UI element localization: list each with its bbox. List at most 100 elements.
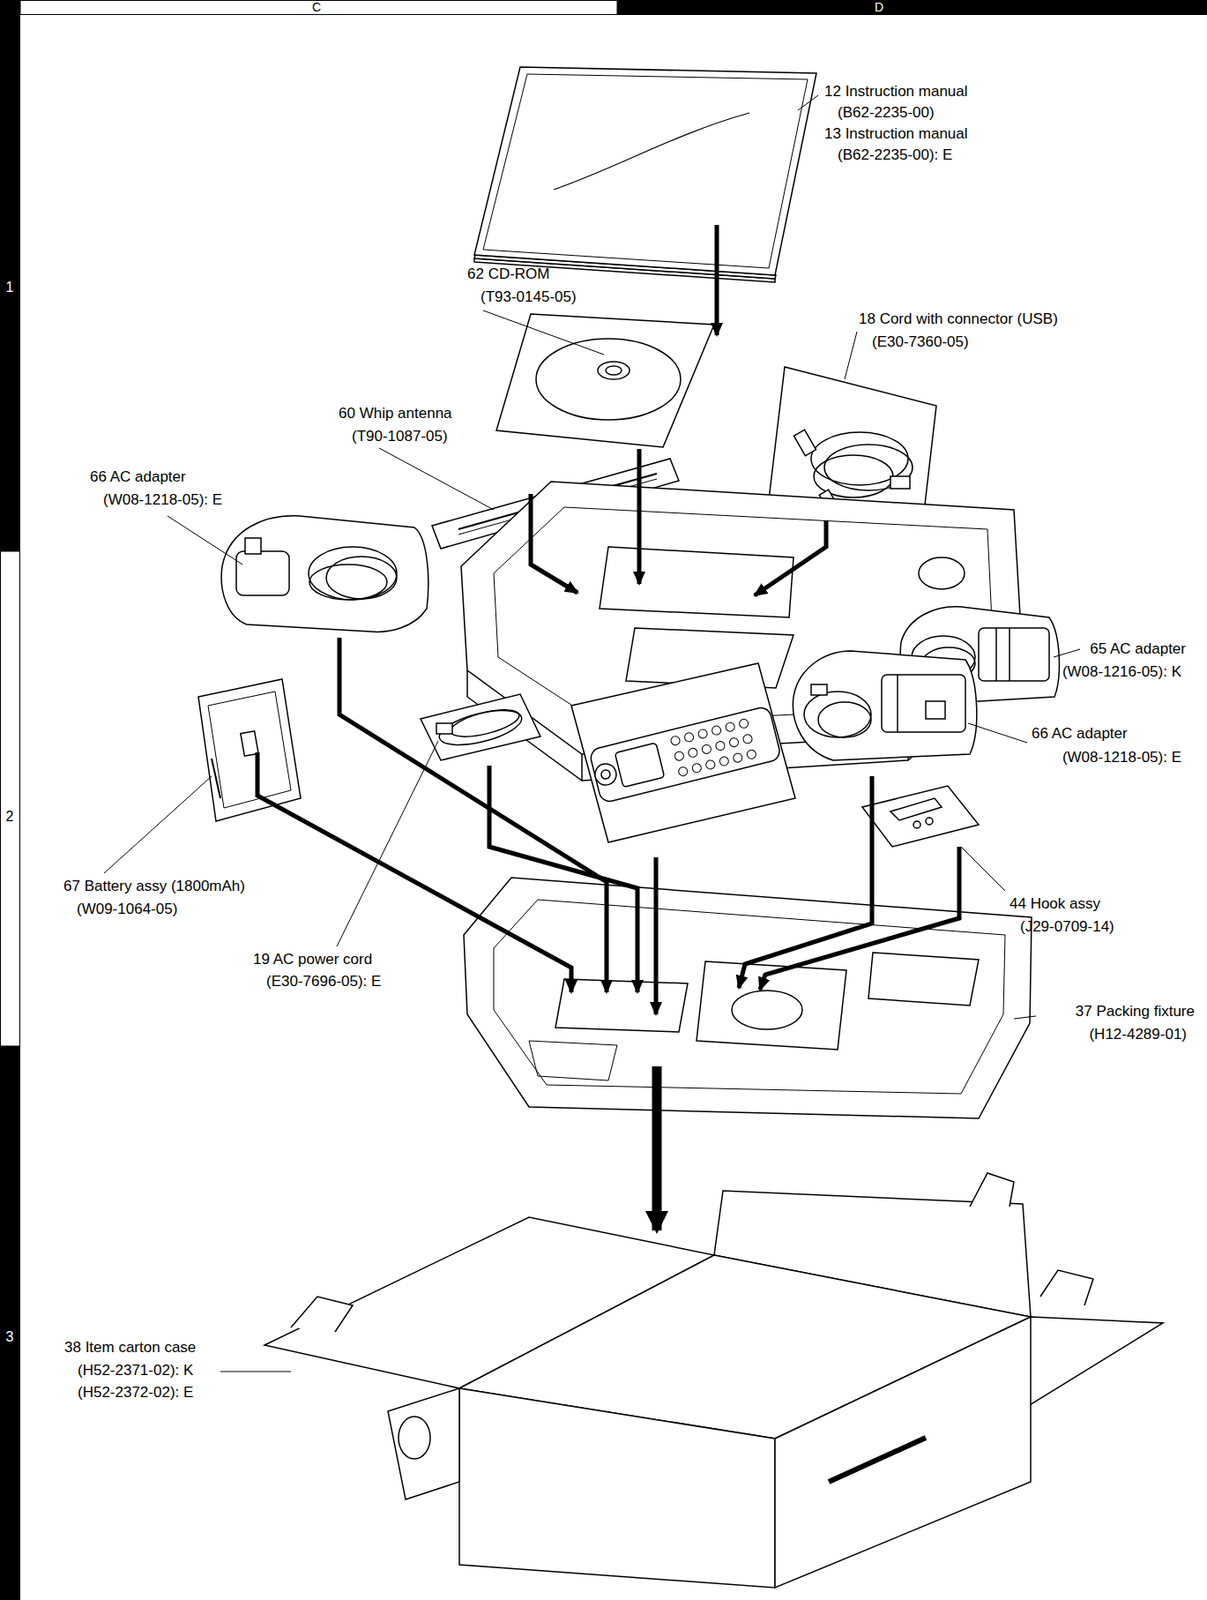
- callout-label: 38 Item carton case: [64, 1337, 196, 1357]
- manual-drawing: [474, 67, 817, 276]
- radio-drawing: [691, 762, 702, 774]
- radio-drawing: [678, 766, 689, 777]
- assembly-arrow: [530, 493, 578, 593]
- radio-drawing: [742, 733, 753, 745]
- usb-cord-drawing: [824, 444, 913, 491]
- callout-label: (T93-0145-05): [480, 287, 577, 306]
- callout-label: 44 Hook assy: [1009, 894, 1101, 913]
- hook-drawing: [862, 785, 979, 847]
- leader-line: [336, 740, 439, 947]
- callout-label: (W08-1216-05): K: [1062, 662, 1182, 681]
- radio-drawing: [670, 735, 681, 746]
- packing-fixture-drawing: [463, 877, 1032, 1118]
- ac-adapter-drawing: [1008, 627, 1011, 681]
- upper-tray-drawing: [466, 670, 469, 697]
- radio-drawing: [697, 728, 708, 739]
- radio-drawing: [718, 755, 730, 767]
- radio-drawing: [673, 750, 685, 761]
- upper-tray-drawing: [581, 753, 583, 781]
- assembly-arrow: [637, 448, 642, 584]
- ac-adapter-drawing: [221, 515, 429, 633]
- carton-drawing: [264, 1172, 1163, 1587]
- ac-adapter-drawing: [881, 674, 966, 732]
- upper-tray-drawing: [918, 557, 965, 589]
- leader-line: [1053, 648, 1081, 657]
- frame: [0, 551, 21, 1046]
- ac-adapter-drawing: [221, 515, 429, 633]
- column-header: C: [312, 0, 321, 15]
- ac-adapter-drawing: [896, 674, 899, 732]
- power-cord-drawing: [420, 693, 541, 760]
- power-cord-drawing: [420, 693, 541, 760]
- packing-fixture-drawing: [555, 978, 688, 1032]
- leader-line: [968, 722, 1028, 743]
- radio-drawing: [588, 705, 783, 804]
- assembly-arrow: [257, 224, 960, 1230]
- radio-drawing: [600, 768, 611, 780]
- hook-drawing: [925, 817, 933, 825]
- cd-drawing: [536, 338, 681, 420]
- battery-drawing: [198, 678, 301, 821]
- ac-adapter-drawing: [818, 701, 872, 738]
- cd-drawing: [496, 313, 715, 448]
- radio-drawing: [724, 721, 736, 732]
- usb-cord-drawing: [890, 476, 910, 489]
- frame: [617, 0, 1207, 15]
- radio-drawing: [700, 743, 712, 754]
- callout-label: 37 Packing fixture: [1075, 1001, 1195, 1021]
- radio-drawing: [715, 740, 726, 752]
- carton-drawing: [459, 1387, 775, 1587]
- leader-line: [797, 95, 819, 111]
- packing-fixture-drawing: [528, 1040, 618, 1081]
- leader-line: [167, 515, 243, 565]
- radio-drawing: [738, 717, 750, 729]
- ac-adapter-drawing: [792, 650, 977, 760]
- callout-label: 12 Instruction manual: [824, 81, 969, 101]
- radio-drawing: [745, 748, 757, 760]
- leader-line: [844, 331, 857, 380]
- radio-drawing: [732, 752, 744, 763]
- callout-label: 60 Whip antenna: [338, 403, 453, 423]
- callout-label: (J29-0709-14): [1020, 916, 1115, 936]
- callout-label: 66 AC adapter: [1031, 723, 1128, 743]
- carton-drawing: [290, 1296, 353, 1332]
- assembly-arrow: [654, 856, 659, 1014]
- power-cord-drawing: [436, 703, 526, 752]
- leader-line: [220, 1370, 291, 1372]
- battery-drawing: [211, 758, 221, 798]
- radio-drawing: [728, 737, 739, 748]
- packing-fixture-drawing: [868, 952, 979, 1006]
- radio-drawing: [705, 759, 716, 770]
- battery-drawing: [208, 691, 291, 808]
- leader-line: [104, 95, 1081, 1371]
- callout-label: (E30-7360-05): [871, 332, 969, 351]
- ac-adapter-drawing: [309, 564, 388, 600]
- cd-drawing: [496, 313, 715, 448]
- leader-line: [379, 447, 494, 510]
- callout-label: 67 Battery assy (1800mAh): [63, 876, 246, 895]
- callout-label: 19 AC power cord: [253, 949, 373, 969]
- assembly-arrow: [652, 1065, 663, 1230]
- radio-drawing: [614, 742, 664, 787]
- ac-adapter-drawing: [804, 691, 872, 738]
- leader-line: [961, 846, 1006, 891]
- carton-drawing: [828, 1437, 926, 1482]
- frame: [0, 1045, 21, 1600]
- radio-drawing: [571, 663, 796, 842]
- leader-line: [483, 310, 604, 355]
- ac-adapter-drawing: [236, 551, 290, 596]
- ac-adapter-drawing: [792, 650, 977, 760]
- battery-drawing: [240, 730, 259, 756]
- row-number: 1: [6, 278, 15, 297]
- callout-label: 65 AC adapter: [1089, 639, 1186, 658]
- callout-label: 62 CD-ROM: [467, 264, 551, 284]
- radio-drawing: [711, 724, 723, 736]
- callout-label: (B62-2235-00): E: [837, 145, 953, 164]
- usb-cord-drawing: [793, 429, 816, 456]
- ac-adapter-drawing: [308, 546, 397, 600]
- packing-fixture-drawing: [731, 990, 803, 1029]
- row-number: 2: [6, 807, 15, 826]
- assembly-arrow: [759, 846, 960, 990]
- radio-drawing: [687, 746, 699, 758]
- callout-label: (E30-7696-05): E: [266, 971, 381, 991]
